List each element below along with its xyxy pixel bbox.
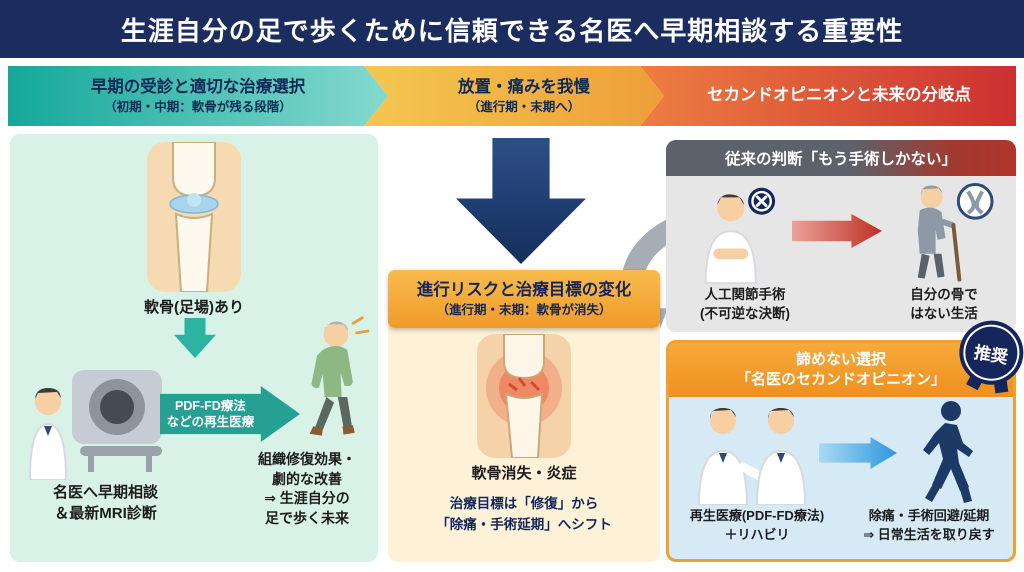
inflamed-knee-label: 軟骨消失・炎症 — [471, 465, 577, 482]
walking-person-icon — [923, 401, 973, 503]
progression-risk-banner: 進行リスクと治療目標の変化 （進行期・末期：軟骨が消失） — [388, 270, 660, 328]
healthy-knee-illustration — [147, 142, 241, 292]
doctors-consultation-illustration — [697, 408, 807, 505]
early-consult-caption: 名医へ早期相談 ＆最新MRI診断 — [52, 484, 158, 522]
second-opinion-panel: 諦めない選択 「名医のセカンドオピニオン」 推奨 再生医療(PDF-FD療法) … — [666, 320, 1024, 562]
conventional-judgment-panel: 従来の判断「もう手術しかない」 人工関節手術 (不可逆な決断) 自分の骨で はな… — [666, 140, 1016, 332]
regenerative-therapy-arrow: PDF-FD療法 などの再生医療 — [160, 386, 300, 442]
progression-risk-title: 進行リスクと治療目標の変化 — [416, 281, 632, 300]
stage-neglect-subtitle: （進行期・末期へ） — [467, 99, 581, 114]
surgery-path-arrow — [792, 214, 882, 248]
page-title: 生涯自分の足で歩くために信頼できる名医へ早期相談する重要性 — [120, 15, 904, 46]
inflamed-knee-illustration — [477, 334, 571, 458]
early-treatment-panel: 軟骨(足場)あり PDF-FD療法 などの再生医療 名医へ — [10, 134, 378, 562]
conventional-judgment-header: 従来の判断「もう手術しかない」 — [666, 140, 1016, 176]
stage-early-subtitle: （初期・中期：軟骨が残る段階） — [104, 99, 292, 114]
doctor-refusal-illustration — [704, 187, 776, 284]
artificial-joint-caption: 人工関節手術 (不可逆な決断) — [700, 287, 790, 321]
recommended-badge: 推奨 — [958, 320, 1024, 394]
regain-daily-life-caption: 除痛・手術回避/延期 ⇒ 日常生活を取り戻す — [863, 508, 995, 542]
regenerative-rehab-caption: 再生医療(PDF-FD療法) ＋リハビリ — [689, 508, 825, 542]
progression-panel: 軟骨消失・炎症 治療目標は「修復」から 「除痛・手術延期」へシフト — [388, 298, 660, 562]
recommended-badge-label: 推奨 — [958, 320, 1024, 386]
patient-with-cane-illustration — [917, 182, 994, 282]
doctor-mri-illustration — [28, 370, 162, 480]
repair-outcome-caption: 組織修復効果・ 劇的な改善 ⇒ 生涯自分の 足で歩く未来 — [258, 451, 356, 526]
recovered-patient-illustration — [309, 316, 370, 436]
not-own-bone-caption: 自分の骨で はない生活 — [910, 287, 978, 321]
regenerative-therapy-arrow-label: PDF-FD療法 などの再生医療 — [166, 398, 255, 429]
stage-neglect-title: 放置・痛みを我慢 — [458, 78, 590, 97]
stage-banner-early: 早期の受診と適切な治療選択 （初期・中期：軟骨が残る段階） — [8, 66, 388, 126]
progression-down-arrow — [456, 138, 586, 264]
stage-banner-second-opinion: セカンドオピニオンと未来の分岐点 — [640, 66, 1016, 126]
second-opinion-header: 諦めない選択 「名医のセカンドオピニオン」 — [669, 343, 1013, 397]
treatment-goal-shift-text: 治療目標は「修復」から 「除痛・手術延期」へシフト — [436, 496, 612, 532]
progression-risk-subtitle: （進行期・末期：軟骨が消失） — [436, 302, 612, 317]
stage-second-opinion-title: セカンドオピニオンと未来の分岐点 — [707, 86, 971, 105]
teal-down-arrow — [174, 318, 216, 358]
healthy-knee-label: 軟骨(足場)あり — [144, 299, 244, 316]
recovery-path-arrow — [819, 437, 897, 469]
stage-early-title: 早期の受診と適切な治療選択 — [90, 78, 306, 97]
stage-banner-neglect: 放置・痛みを我慢 （進行期・末期へ） — [364, 66, 664, 126]
title-bar: 生涯自分の足で歩くために信頼できる名医へ早期相談する重要性 — [0, 0, 1024, 58]
